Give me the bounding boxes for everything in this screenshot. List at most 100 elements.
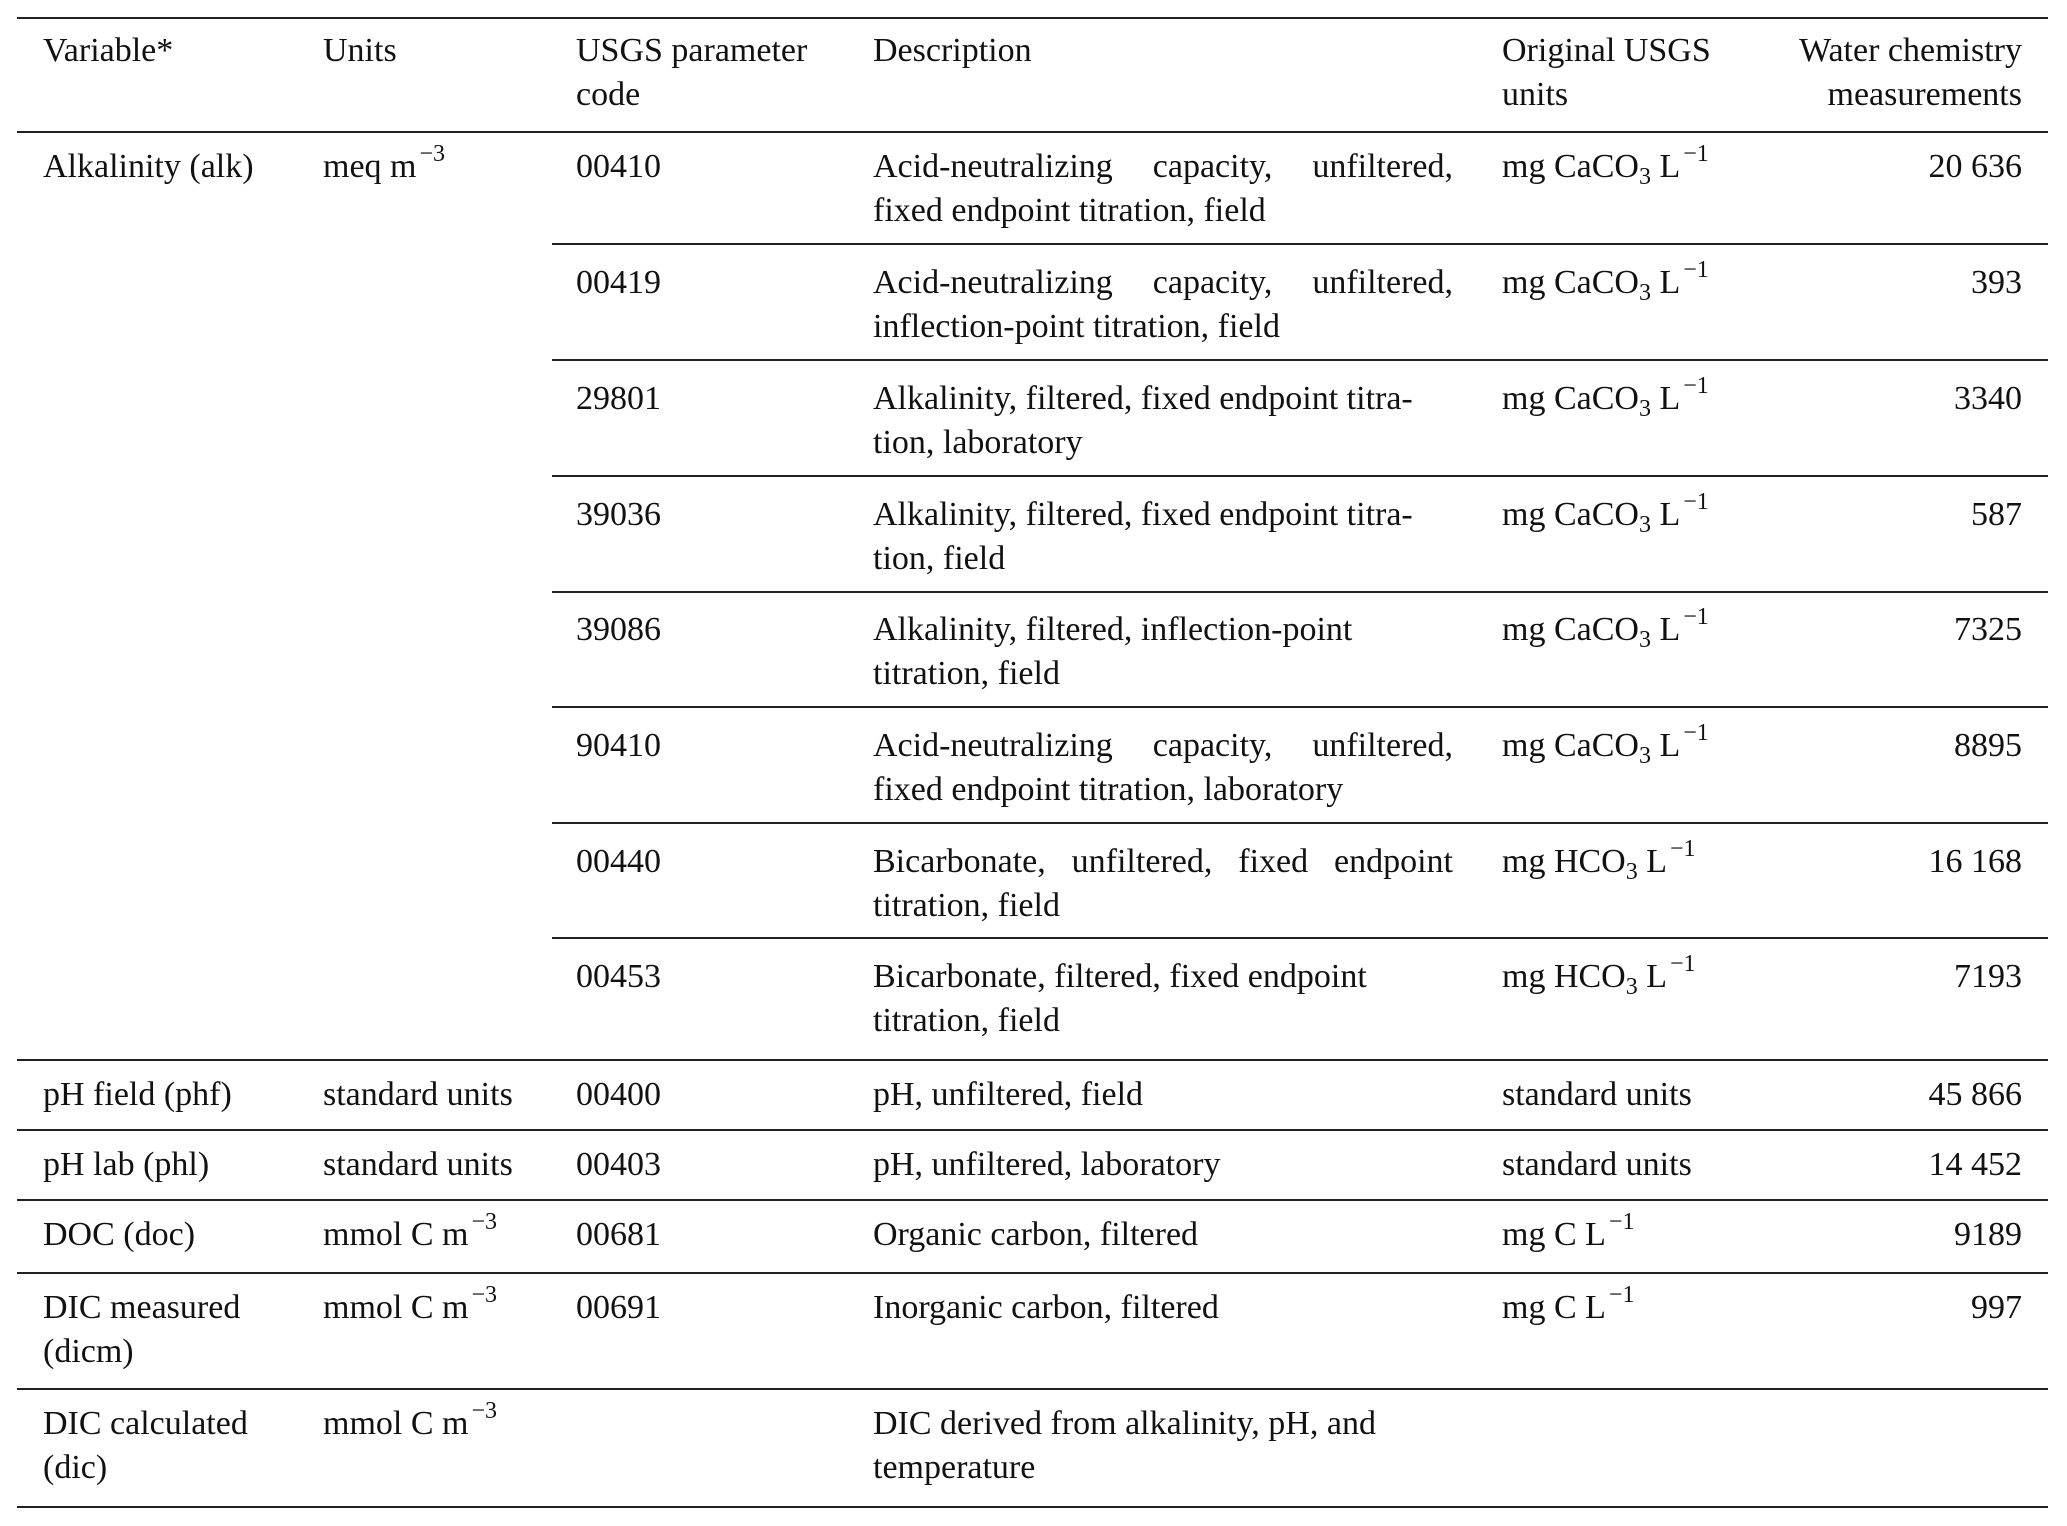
variable-units-text: mmol C m−3 (323, 1210, 497, 1257)
original-usgs-units-post: L (1650, 148, 1681, 185)
group-rule (17, 1199, 2048, 1201)
header-code-line: USGS parameter (576, 32, 808, 69)
header-variable: Variable* (43, 29, 173, 73)
measurement-count: 587 (1971, 496, 2022, 533)
variable-units-text: mmol C m−3 (323, 1283, 497, 1330)
variable-units-base: standard units (323, 1076, 513, 1113)
original-usgs-units-post: L (1650, 727, 1681, 764)
parameter-description: Inorganic carbon, filtered (873, 1286, 1219, 1330)
original-usgs-units-text: mg CaCO3 L−1 (1502, 490, 1709, 537)
variable-name-line: DOC (doc) (43, 1216, 196, 1253)
original-usgs-units-pre: mg CaCO (1502, 264, 1639, 301)
usgs-parameter-code: 39086 (576, 611, 661, 648)
parameter-description-line: titration, field (873, 887, 1060, 924)
original-usgs-units-superscript: −1 (1670, 951, 1696, 977)
header-original-units-line: Original USGS (1502, 32, 1711, 69)
original-usgs-units-pre: mg HCO (1502, 958, 1626, 995)
original-usgs-units: mg CaCO3 L−1 (1502, 142, 1709, 190)
original-usgs-units: mg C L−1 (1502, 1210, 1634, 1257)
usgs-parameter-code: 00403 (576, 1146, 661, 1183)
measurement-count: 20 636 (1928, 148, 2023, 185)
original-usgs-units-post: L (1650, 611, 1681, 648)
variable-name-line: DIC measured (43, 1289, 241, 1326)
variable-units-base: standard units (323, 1146, 513, 1183)
original-usgs-units-post: L (1650, 496, 1681, 533)
header-code-line: code (576, 76, 641, 113)
original-usgs-units-superscript: −1 (1608, 1282, 1635, 1308)
usgs-parameter-code: 00400 (576, 1076, 661, 1113)
usgs-parameter-code: 00453 (576, 958, 661, 995)
original-usgs-units-subscript: 3 (1638, 743, 1651, 769)
original-usgs-units-superscript: −1 (1608, 1209, 1635, 1235)
original-usgs-units-superscript: −1 (1683, 720, 1709, 746)
original-usgs-units-subscript: 3 (1625, 974, 1638, 1000)
variable-units-base: mmol C m (323, 1216, 469, 1253)
variable-name: Alkalinity (alk) (43, 145, 254, 189)
variable-units: mmol C m−3 (323, 1399, 497, 1446)
original-usgs-units-pre: mg CaCO (1502, 496, 1639, 533)
original-usgs-units-text: mg C L−1 (1502, 1283, 1634, 1330)
group-rule (17, 1129, 2048, 1131)
original-usgs-units-pre: mg CaCO (1502, 727, 1639, 764)
measurement-count: 9189 (1954, 1216, 2022, 1253)
variable-units: standard units (323, 1143, 513, 1187)
variable-units-text: meq m−3 (323, 142, 445, 189)
original-usgs-units-superscript: −1 (1683, 257, 1709, 283)
variable-units: mmol C m−3 (323, 1210, 497, 1257)
parameter-description-line: fixed endpoint titration, laboratory (873, 771, 1344, 808)
variable-units-base: mmol C m (323, 1289, 469, 1326)
original-usgs-units-superscript: −1 (1670, 836, 1696, 862)
parameter-description-line: Alkalinity, filtered, fixed endpoint tit… (873, 496, 1413, 533)
parameter-description-line: tion, field (873, 540, 1006, 577)
original-usgs-units-superscript: −1 (1683, 141, 1709, 167)
original-usgs-units-subscript: 3 (1638, 627, 1651, 653)
variable-units-text: mmol C m−3 (323, 1399, 497, 1446)
original-usgs-units: standard units (1502, 1143, 1692, 1187)
original-usgs-units-pre: mg C L (1502, 1289, 1606, 1326)
measurement-count: 14 452 (1928, 1146, 2023, 1183)
parameter-description: Acid-neutralizing capacity, unfiltered,f… (873, 145, 1453, 233)
usgs-parameter-code: 90410 (576, 727, 661, 764)
original-usgs-units-text: mg CaCO3 L−1 (1502, 605, 1709, 653)
original-usgs-units: mg CaCO3 L−1 (1502, 258, 1709, 305)
parameter-description-line: Organic carbon, filtered (873, 1216, 1199, 1253)
original-usgs-units: mg CaCO3 L−1 (1502, 721, 1709, 769)
variable-name-line: (dic) (43, 1449, 108, 1486)
original-usgs-units-subscript: 3 (1638, 164, 1651, 190)
variable-units-superscript: −3 (419, 141, 446, 167)
row-rule (552, 937, 2048, 939)
parameter-description-line: pH, unfiltered, laboratory (873, 1146, 1221, 1183)
original-usgs-units: mg CaCO3 L−1 (1502, 374, 1709, 421)
variable-units-base: meq m (323, 148, 417, 185)
water-chemistry-table (17, 0, 2048, 1526)
original-usgs-units: mg C L−1 (1502, 1283, 1634, 1330)
parameter-description-line: inflection-point titration, field (873, 308, 1280, 345)
parameter-description-line: Inorganic carbon, filtered (873, 1289, 1219, 1326)
original-usgs-units-superscript: −1 (1683, 373, 1709, 399)
variable-units: standard units (323, 1073, 513, 1117)
parameter-description: Alkalinity, filtered, fixed endpoint tit… (873, 377, 1413, 465)
row-rule (552, 706, 2048, 708)
original-usgs-units-pre: mg HCO (1502, 843, 1626, 880)
original-usgs-units: standard units (1502, 1073, 1692, 1117)
original-usgs-units-text: mg CaCO3 L−1 (1502, 258, 1709, 305)
original-usgs-units-superscript: −1 (1683, 604, 1709, 630)
parameter-description-line: DIC derived from alkalinity, pH, and (873, 1405, 1376, 1442)
parameter-description-line: titration, field (873, 655, 1060, 692)
row-rule (552, 822, 2048, 824)
usgs-parameter-code: 00681 (576, 1216, 661, 1253)
original-usgs-units-pre: standard units (1502, 1146, 1692, 1183)
measurement-count: 45 866 (1928, 1076, 2023, 1113)
parameter-description: pH, unfiltered, laboratory (873, 1143, 1220, 1187)
header-units-line: Units (323, 32, 397, 69)
variable-name-line: DIC calculated (43, 1405, 248, 1442)
header-original-units-line: units (1502, 76, 1569, 113)
variable-name-line: (dicm) (43, 1333, 134, 1370)
row-rule (552, 475, 2048, 477)
header-original-units: Original USGS units (1502, 29, 1711, 117)
original-usgs-units-post: L (1637, 843, 1668, 880)
original-usgs-units-text: mg HCO3 L−1 (1502, 837, 1696, 884)
